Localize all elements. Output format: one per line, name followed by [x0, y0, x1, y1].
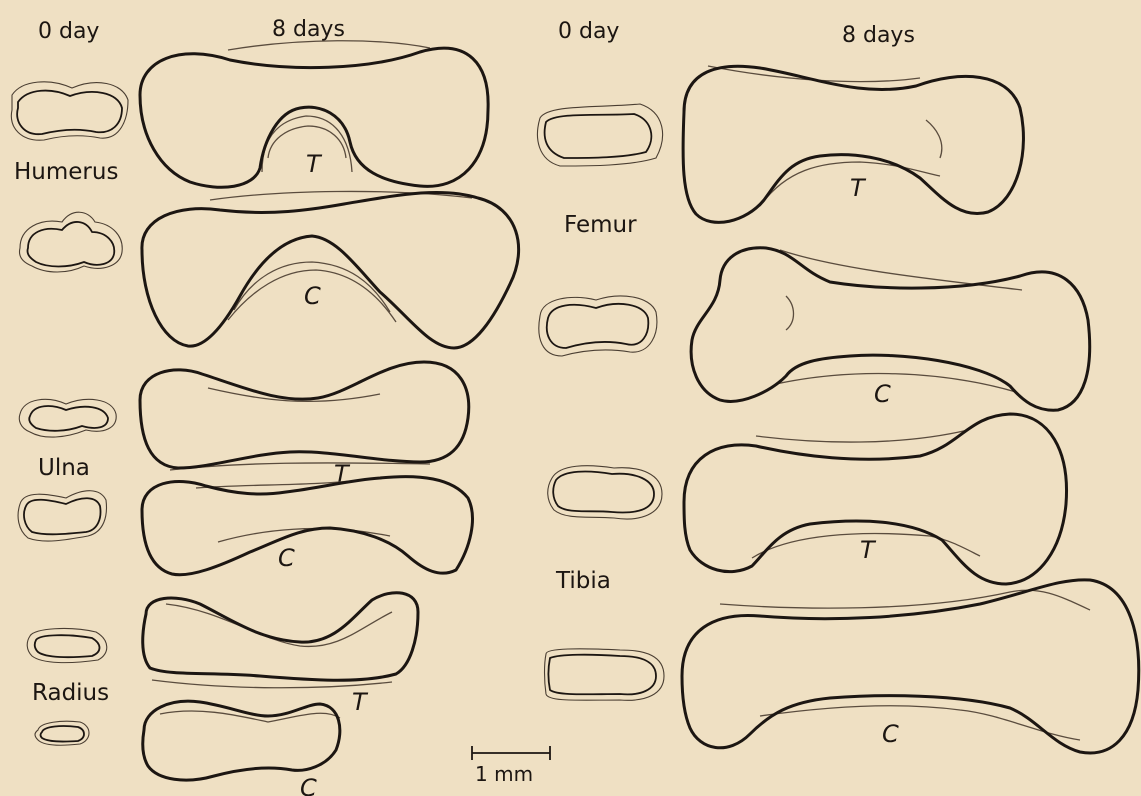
- humerus-8-day-compact-outline: C: [142, 191, 519, 348]
- ulna-compact-marker: C: [278, 544, 295, 572]
- tibia-8-day-trabecular-outline: T: [684, 414, 1067, 584]
- ulna-8-day-trabecular-outline: T: [140, 362, 469, 488]
- ulna-0-day-compact-outline: [18, 491, 106, 541]
- label-radius: Radius: [32, 680, 109, 706]
- radius-trabecular-marker: T: [352, 688, 369, 716]
- humerus-0-day-trabecular-outline: [11, 82, 128, 140]
- femur-8-day-trabecular-outline: T: [683, 66, 1023, 222]
- tibia-8-day-compact-outline: C: [682, 580, 1139, 753]
- femur-compact-marker: C: [874, 380, 891, 408]
- radius-8-day-compact-outline: C: [143, 701, 340, 796]
- femur-trabecular-marker: T: [850, 174, 867, 202]
- femur-0-day-trabecular-outline: [537, 104, 662, 166]
- humerus-compact-marker: C: [304, 282, 321, 310]
- tibia-compact-marker: C: [882, 720, 899, 748]
- femur-8-day-compact-outline: C: [691, 248, 1090, 410]
- label-femur: Femur: [564, 212, 637, 238]
- radius-0-day-trabecular-outline: [27, 629, 107, 663]
- radius-8-day-trabecular-outline: T: [143, 593, 418, 716]
- scale-bar: 1 mm: [472, 746, 550, 786]
- ulna-0-day-trabecular-outline: [19, 399, 116, 437]
- label-ulna: Ulna: [38, 455, 90, 481]
- humerus-0-day-compact-outline: [20, 212, 123, 272]
- radius-compact-marker: C: [300, 774, 317, 796]
- tibia-0-day-outline: [548, 466, 662, 519]
- tibia-trabecular-marker: T: [860, 536, 877, 564]
- femur-0-day-compact-outline: [539, 296, 657, 356]
- label-tibia: Tibia: [555, 568, 611, 594]
- header-right-0-day: 0 day: [558, 19, 619, 44]
- humerus-8-day-trabecular-outline: T: [140, 41, 488, 188]
- header-right-8-days: 8 days: [842, 23, 915, 48]
- ulna-8-day-compact-outline: C: [142, 477, 472, 575]
- radius-0-day-compact-outline: [35, 721, 89, 745]
- label-humerus: Humerus: [14, 159, 118, 185]
- humerus-trabecular-marker: T: [306, 150, 323, 178]
- header-left-0-day: 0 day: [38, 19, 99, 44]
- scale-bar-label: 1 mm: [475, 762, 533, 786]
- tibia-0-day-compact-outline: [545, 649, 665, 700]
- header-left-8-days: 8 days: [272, 17, 345, 42]
